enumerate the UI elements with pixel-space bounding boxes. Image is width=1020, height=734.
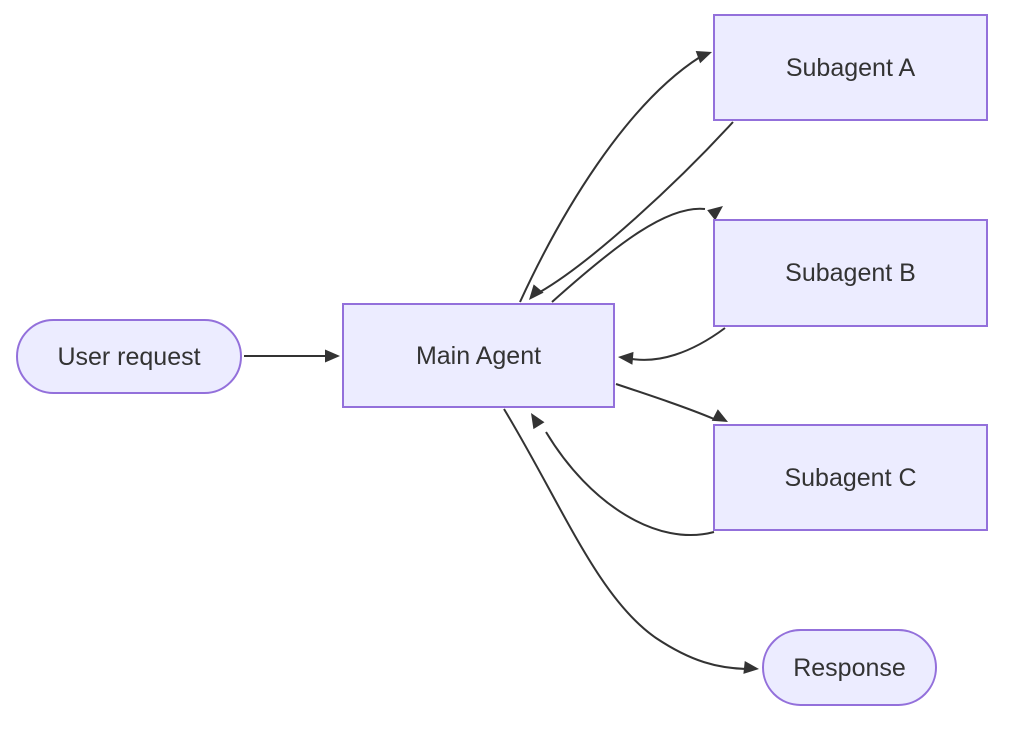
node-subagent-c: Subagent C — [713, 424, 988, 531]
node-response-label: Response — [793, 653, 906, 682]
node-subagent-c-label: Subagent C — [784, 463, 917, 492]
node-subagent-b-label: Subagent B — [785, 259, 916, 287]
node-main-agent: Main Agent — [342, 303, 615, 408]
arrowhead-into-main-agent-right — [618, 351, 634, 365]
arrowhead-into-subagent-c — [711, 409, 728, 422]
node-user-request-label: User request — [57, 342, 201, 371]
node-response: Response — [762, 629, 937, 706]
arrowhead-into-main-agent-left — [325, 349, 340, 363]
edge-main-agent-to-subagent-b — [551, 207, 706, 303]
node-subagent-b: Subagent B — [713, 219, 988, 327]
arrowhead-into-subagent-a — [695, 51, 712, 64]
edge-main-agent-to-subagent-c — [615, 383, 715, 420]
edge-main-agent-to-response — [503, 408, 747, 670]
edge-main-agent-to-subagent-a — [519, 56, 701, 303]
node-main-agent-label: Main Agent — [415, 341, 542, 370]
edge-subagent-c-to-main-agent — [545, 431, 715, 537]
arrowhead-into-response — [743, 660, 759, 674]
node-subagent-a-label: Subagent A — [785, 53, 916, 82]
node-subagent-a: Subagent A — [713, 14, 988, 121]
arrowhead-into-subagent-b — [707, 206, 723, 221]
arrowhead-into-main-agent-top — [529, 284, 544, 300]
edge-subagent-a-to-main-agent — [539, 121, 734, 293]
node-user-request: User request — [16, 319, 242, 394]
edge-subagent-b-to-main-agent — [631, 327, 726, 361]
arrowhead-into-main-agent-bottom — [531, 413, 545, 430]
